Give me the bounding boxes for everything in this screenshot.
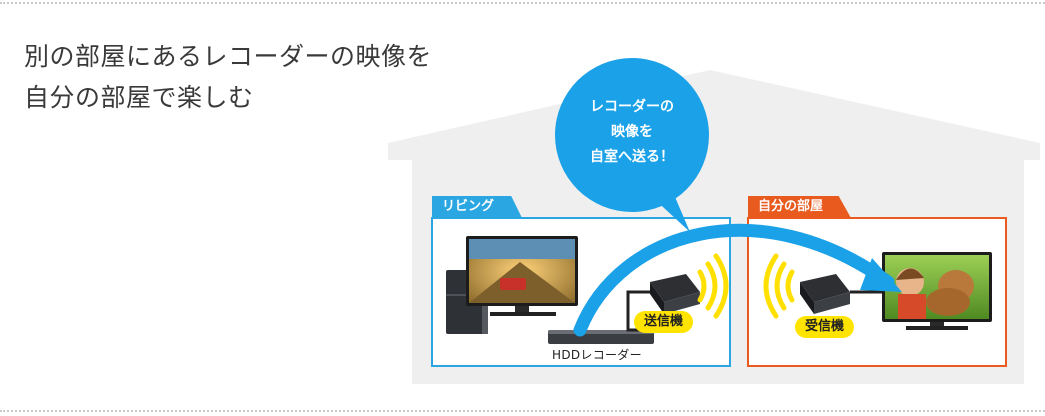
my-room-label: 自分の部屋 (748, 196, 851, 218)
bubble-message: レコーダーの 映像を 自室へ送る！ (556, 95, 708, 170)
living-tv (466, 236, 578, 316)
bubble-line-2: 映像を (556, 120, 708, 145)
recorder-label: HDDレコーダー (552, 346, 642, 363)
receiver-label: 受信機 (795, 316, 854, 338)
transmitter-label: 送信機 (634, 311, 693, 333)
bubble-line-1: レコーダーの (556, 95, 708, 120)
bubble-line-3: 自室へ送る！ (556, 145, 708, 170)
living-room-label: リビング (432, 196, 522, 218)
hdd-recorder (548, 330, 654, 344)
